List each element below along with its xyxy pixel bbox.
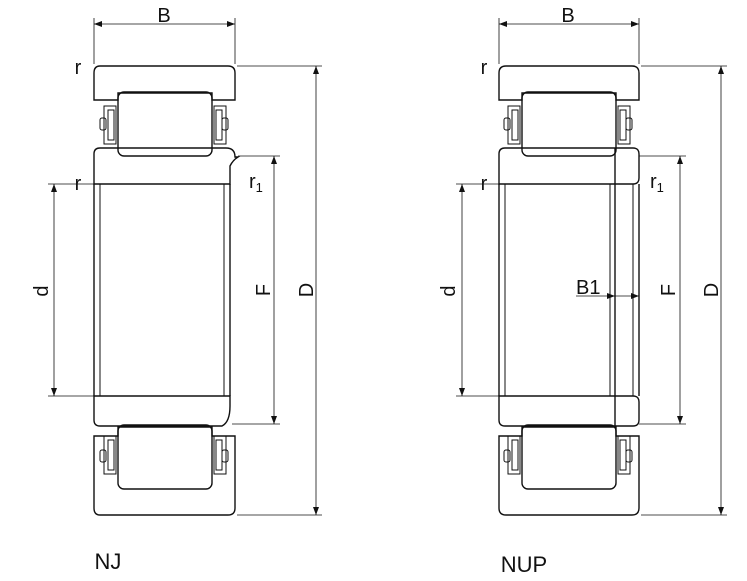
nj-designation: NJ	[95, 549, 122, 574]
nup-dim-f	[639, 155, 686, 425]
nj-roller-top	[117, 91, 213, 157]
nj-dim-d	[48, 183, 94, 397]
nj-cage-top	[99, 105, 229, 145]
nup-outer-ring-top	[498, 65, 640, 101]
nup-roller-top	[521, 91, 617, 157]
nup-label-big-d: D	[701, 283, 723, 297]
nup-designation: NUP	[501, 552, 547, 577]
nj-cage-bottom	[99, 435, 229, 475]
nup-roller-bottom	[521, 424, 617, 490]
nup-inner-ring-top	[498, 147, 640, 185]
nj-roller-bottom	[117, 424, 213, 490]
nup-dim-big-d	[641, 65, 727, 516]
nup-label-r-top: r	[481, 57, 488, 79]
nup-label-r1: r1	[650, 171, 664, 195]
nup-label-b1: B1	[576, 277, 600, 299]
nup-outer-ring-bottom	[498, 426, 640, 516]
nup-label-b: B	[561, 5, 574, 27]
nj-label-f: F	[253, 284, 275, 296]
nj-label-d: d	[31, 285, 53, 296]
nup-label-f: F	[658, 284, 680, 296]
nj-dim-f	[232, 155, 280, 425]
nj-outer-ring-top	[93, 65, 236, 101]
nup-bearing: B r r r1 d B1 F D NUP	[438, 5, 727, 577]
nj-label-big-d: D	[296, 283, 318, 297]
nup-cage-bottom	[503, 435, 633, 475]
nj-label-r1: r1	[249, 171, 263, 195]
nj-inner-ring-top	[93, 147, 241, 185]
nup-cage-top	[503, 105, 633, 145]
nj-label-r-top: r	[75, 57, 82, 79]
nup-dim-b	[498, 18, 640, 64]
nup-inner-ring-bottom	[498, 395, 640, 427]
nj-dim-big-d	[237, 65, 322, 516]
nup-dim-b1	[576, 293, 639, 299]
nj-inner-ring-bottom	[93, 395, 231, 427]
nup-label-d: d	[438, 285, 460, 296]
nj-label-r-mid: r	[75, 173, 82, 195]
nup-dim-d	[456, 183, 499, 397]
nj-outer-ring-bottom	[93, 426, 236, 516]
nj-dim-b	[93, 18, 236, 64]
nj-label-b: B	[157, 5, 170, 27]
nup-label-r-mid: r	[481, 173, 488, 195]
nj-bearing: B r r r1 d F D NJ	[31, 5, 322, 574]
